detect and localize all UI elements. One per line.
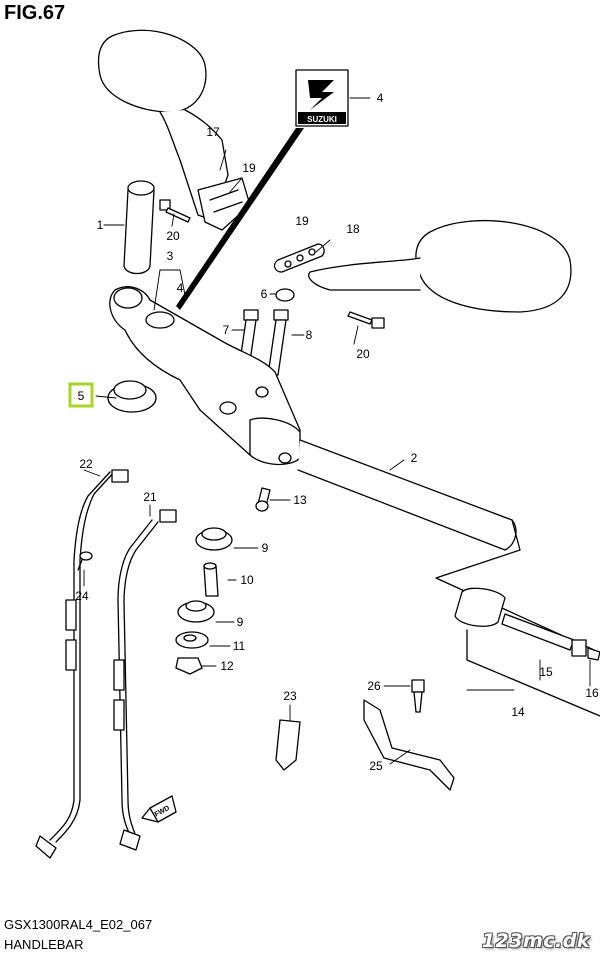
callout-9-upper: 9 [262, 541, 269, 555]
grip [123, 180, 155, 275]
callout-2: 2 [411, 451, 418, 465]
callout-14: 14 [511, 705, 525, 719]
bracket-25 [363, 679, 455, 791]
suzuki-badge-text: SUZUKI [307, 115, 337, 124]
callout-25: 25 [369, 759, 383, 773]
throttle-cables [35, 469, 177, 859]
bolt-13 [255, 487, 271, 512]
callout-17: 17 [206, 125, 220, 139]
callout-26: 26 [367, 679, 381, 693]
callout-15: 15 [539, 665, 553, 679]
callout-5: 5 [78, 389, 85, 403]
figure-title: FIG.67 [4, 2, 66, 24]
handlebar-holder [109, 286, 301, 466]
right-mirror [308, 219, 572, 313]
watermark-logo: 123mc.dk [481, 930, 590, 952]
screw-24 [77, 551, 93, 571]
callout-8: 8 [306, 328, 313, 342]
callout-11: 11 [233, 639, 246, 653]
callout-20-left: 20 [166, 229, 180, 243]
figure-code: GSX1300RAL4_E02_067 [4, 917, 153, 932]
callout-6: 6 [261, 287, 268, 301]
bar-end-weight [454, 587, 600, 717]
callout-7: 7 [223, 323, 230, 337]
callout-3: 3 [167, 249, 174, 263]
parts-9-12 [175, 527, 233, 675]
leader-lines [83, 97, 591, 765]
spacer-19-right [273, 243, 325, 273]
callout-24: 24 [75, 589, 89, 603]
handlebar-tube [297, 439, 595, 651]
bolt-8 [267, 309, 289, 376]
bracket-23 [275, 719, 301, 771]
callout-23: 23 [283, 689, 297, 703]
callout-20-right: 20 [356, 347, 370, 361]
suzuki-badge [295, 69, 349, 127]
callout-12: 12 [220, 659, 234, 673]
figure-name: HANDLEBAR [4, 937, 84, 952]
fwd-arrow-icon [141, 795, 177, 823]
callout-21: 21 [143, 490, 157, 504]
callout-13: 13 [293, 493, 307, 507]
callout-9-lower: 9 [237, 615, 244, 629]
damper-5 [107, 380, 157, 413]
callout-10: 10 [240, 573, 254, 587]
callout-4-badge: 4 [377, 91, 384, 105]
callout-22: 22 [79, 457, 93, 471]
bolt-20-upper [159, 199, 191, 223]
cap-6 [275, 288, 295, 302]
callout-16: 16 [585, 686, 599, 700]
callout-4-holder: 4 [177, 281, 184, 295]
callout-19-left: 19 [242, 161, 256, 175]
bolt-20-right [347, 311, 385, 329]
callout-1: 1 [97, 218, 104, 232]
callout-5-highlight[interactable]: 5 [68, 382, 94, 408]
callout-19-right: 19 [295, 214, 309, 228]
callout-18: 18 [346, 222, 360, 236]
left-mirror [97, 29, 251, 231]
